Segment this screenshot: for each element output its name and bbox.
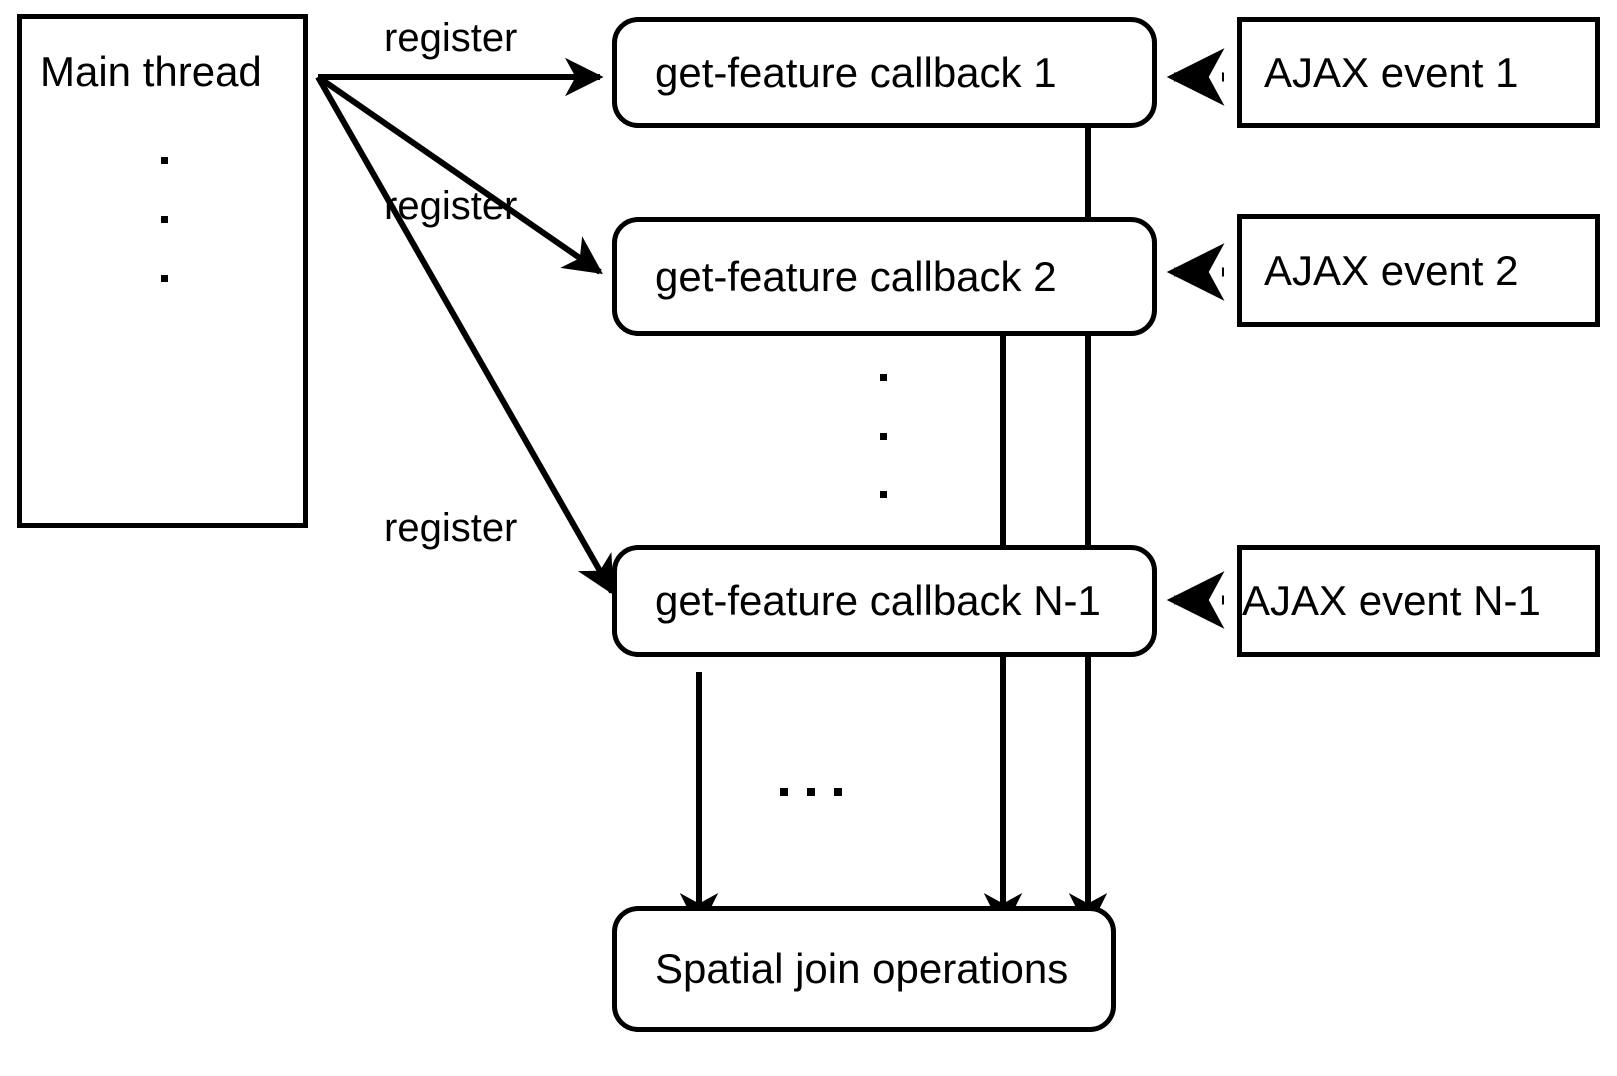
node-main-thread-label: Main thread <box>40 48 262 95</box>
edge-label-register-1: register <box>384 16 518 60</box>
edge-label-register-2: register <box>384 184 518 228</box>
node-spatial-join[interactable]: Spatial join operations <box>612 906 1116 1032</box>
node-callback-n1[interactable]: get-feature callback N-1 <box>612 545 1157 657</box>
node-callback-2[interactable]: get-feature callback 2 <box>612 217 1157 336</box>
node-callback-2-label: get-feature callback 2 <box>655 252 1057 300</box>
node-ajax-event-1[interactable]: AJAX event 1 <box>1237 17 1600 128</box>
callbacks-vertical-ellipsis <box>879 374 887 498</box>
node-spatial-join-label: Spatial join operations <box>655 945 1069 992</box>
flows-horizontal-ellipsis <box>780 787 842 797</box>
node-callback-1[interactable]: get-feature callback 1 <box>612 17 1157 128</box>
node-ajax-event-1-label: AJAX event 1 <box>1264 48 1519 96</box>
node-callback-1-label: get-feature callback 1 <box>655 48 1057 96</box>
node-ajax-event-2[interactable]: AJAX event 2 <box>1237 214 1600 327</box>
main-thread-vertical-ellipsis <box>160 157 168 282</box>
node-main-thread[interactable]: Main thread <box>17 14 308 528</box>
node-callback-n1-label: get-feature callback N-1 <box>655 577 1101 624</box>
node-ajax-event-n1[interactable]: AJAX event N-1 <box>1237 545 1600 657</box>
node-ajax-event-n1-label: AJAX event N-1 <box>1242 577 1541 624</box>
node-ajax-event-2-label: AJAX event 2 <box>1264 246 1519 294</box>
edge-register-callback-2 <box>316 74 603 275</box>
edge-label-register-3: register <box>384 506 518 550</box>
